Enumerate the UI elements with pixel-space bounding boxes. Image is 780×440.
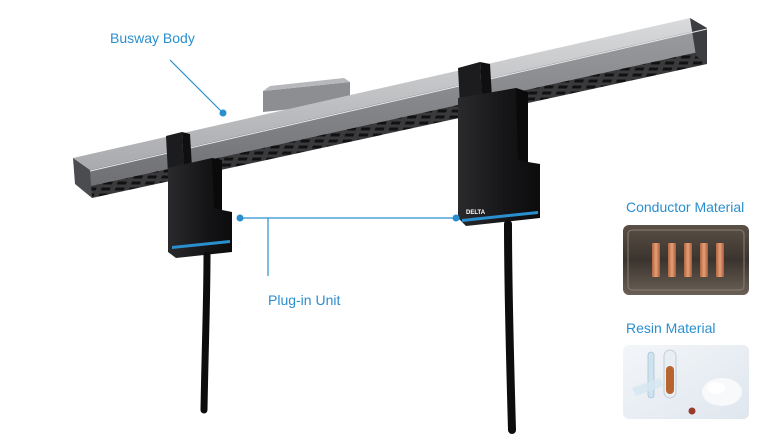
plugin-unit-right-stripe xyxy=(462,211,538,222)
callout-busway xyxy=(169,59,227,117)
plugin-unit-right-cable xyxy=(504,220,516,434)
brand-mark-right: DELTA xyxy=(466,210,486,216)
copper-bar-2 xyxy=(668,243,676,277)
resin-material-photo xyxy=(623,345,749,419)
copper-bar-1 xyxy=(652,243,660,277)
label-plugin-unit: Plug-in Unit xyxy=(268,292,341,308)
conductor-material-photo xyxy=(623,225,749,295)
callout-plugin xyxy=(236,214,460,276)
rail-top-surface xyxy=(73,18,707,170)
label-busway-body: Busway Body xyxy=(110,30,195,46)
rail-front-face xyxy=(90,28,707,186)
label-resin-material: Resin Material xyxy=(626,320,716,336)
plugin-unit-right: DELTA xyxy=(458,62,540,434)
plugin-unit-left-stripe xyxy=(172,240,230,249)
copper-bar-5 xyxy=(716,243,724,277)
label-conductor-material: Conductor Material xyxy=(626,199,745,215)
busway-rail xyxy=(73,18,708,198)
resin-drop-icon xyxy=(688,407,696,415)
rail-vent-underside xyxy=(90,50,707,198)
copper-bar-4 xyxy=(700,243,708,277)
callout-plugin-dot-left xyxy=(236,214,244,222)
copper-bar-3 xyxy=(684,243,692,277)
callout-plugin-dot-right xyxy=(452,214,460,222)
rail-end-cap-left xyxy=(73,158,92,198)
callout-busway-dot xyxy=(219,109,227,117)
plugin-unit-left-cable xyxy=(200,251,211,414)
plugin-unit-left xyxy=(166,132,232,414)
